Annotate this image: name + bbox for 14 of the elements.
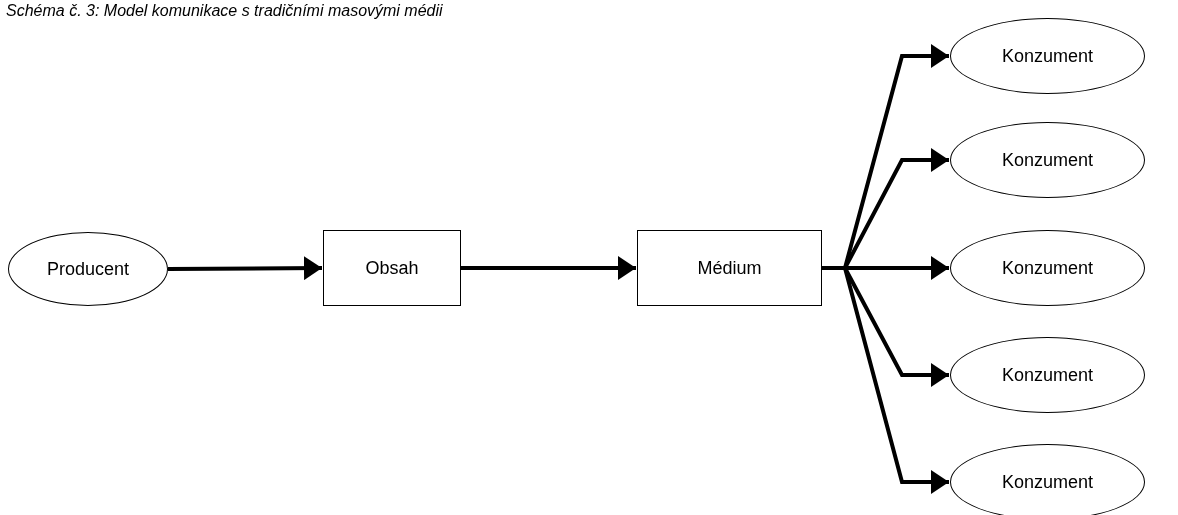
arrow xyxy=(822,266,949,494)
process-box xyxy=(637,230,822,306)
node-label: Konzument xyxy=(1001,149,1094,171)
arrow xyxy=(461,256,636,280)
arrow xyxy=(168,256,322,281)
node-label: Obsah xyxy=(365,257,419,279)
node-label: Konzument xyxy=(1001,257,1094,279)
node-label: Konzument xyxy=(1001,45,1094,67)
node-label: Producent xyxy=(46,258,130,280)
node-label: Konzument xyxy=(1001,364,1094,386)
diagram-title: Schéma č. 3: Model komunikace s tradičními masovými médii xyxy=(6,2,443,20)
node-label: Konzument xyxy=(1001,471,1094,493)
process-box xyxy=(323,230,461,306)
node-label: Médium xyxy=(697,257,762,279)
